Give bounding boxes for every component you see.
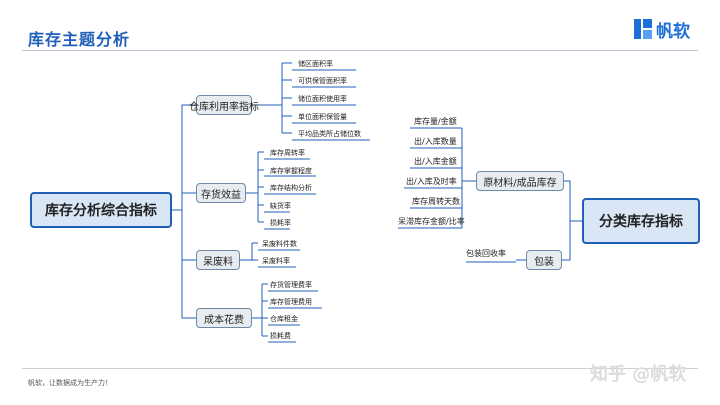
leaf-loss-rate: 损耗率 <box>270 219 291 227</box>
leaf-available-storage-area-ratio: 可供保管面积率 <box>298 77 347 85</box>
leaf-in-out-qty: 出/入库数量 <box>414 137 457 146</box>
category-obsolete-material: 呆废料 <box>196 250 240 270</box>
category-warehouse-utilization: 仓库利用率指标 <box>189 95 259 115</box>
leaf-stagnant-amount-ratio: 呆滞库存金额/比率 <box>398 217 465 226</box>
root-node-category-inventory: 分类库存指标 <box>582 198 700 244</box>
logo-icon <box>634 19 652 39</box>
brand-logo: 帆软 <box>634 18 690 42</box>
leaf-in-out-amount: 出/入库金额 <box>414 157 457 166</box>
leaf-turnover-rate: 库存周转率 <box>270 149 305 157</box>
logo-text: 帆软 <box>656 21 690 42</box>
leaf-in-out-timeliness: 出/入库及时率 <box>406 177 457 186</box>
category-raw-finished-inventory: 原材料/成品库存 <box>476 171 564 191</box>
leaf-unit-area-storage: 单位面积保管量 <box>298 113 347 121</box>
leaf-management-fee-rate: 存货管理费率 <box>270 281 312 289</box>
leaf-obsolete-rate: 呆废料率 <box>262 257 290 265</box>
category-cost: 成本花费 <box>196 308 252 328</box>
footer-slogan: 帆软，让数据成为生产力！ <box>28 379 112 387</box>
footer-divider <box>22 368 698 369</box>
leaf-slot-area-usage: 储位面积使用率 <box>298 95 347 103</box>
page-title: 库存主题分析 <box>28 30 131 49</box>
leaf-inventory-control: 库存掌握程度 <box>270 167 312 175</box>
root-node-comprehensive-index: 库存分析综合指标 <box>30 192 172 228</box>
watermark: 知乎 @帆软 <box>590 364 687 385</box>
leaf-avg-slots-per-category: 平均品类所占储位数 <box>298 130 361 138</box>
leaf-management-cost: 库存管理费用 <box>270 298 312 306</box>
leaf-stockout-rate: 缺货率 <box>270 202 291 210</box>
leaf-loss-cost: 损耗费 <box>270 332 291 340</box>
leaf-obsolete-count: 呆废料件数 <box>262 240 297 248</box>
leaf-turnover-days: 库存周转天数 <box>412 197 460 206</box>
category-packaging: 包装 <box>526 250 562 270</box>
title-divider <box>22 50 698 51</box>
leaf-structure-analysis: 库存结构分析 <box>270 184 312 192</box>
leaf-storage-area-ratio: 储区面积率 <box>298 60 333 68</box>
leaf-inventory-qty-amount: 库存量/金额 <box>414 117 457 126</box>
leaf-warehouse-rent: 仓库租金 <box>270 315 298 323</box>
leaf-packaging-recovery: 包装回收率 <box>466 249 506 258</box>
category-inventory-efficiency: 存货效益 <box>196 183 246 203</box>
